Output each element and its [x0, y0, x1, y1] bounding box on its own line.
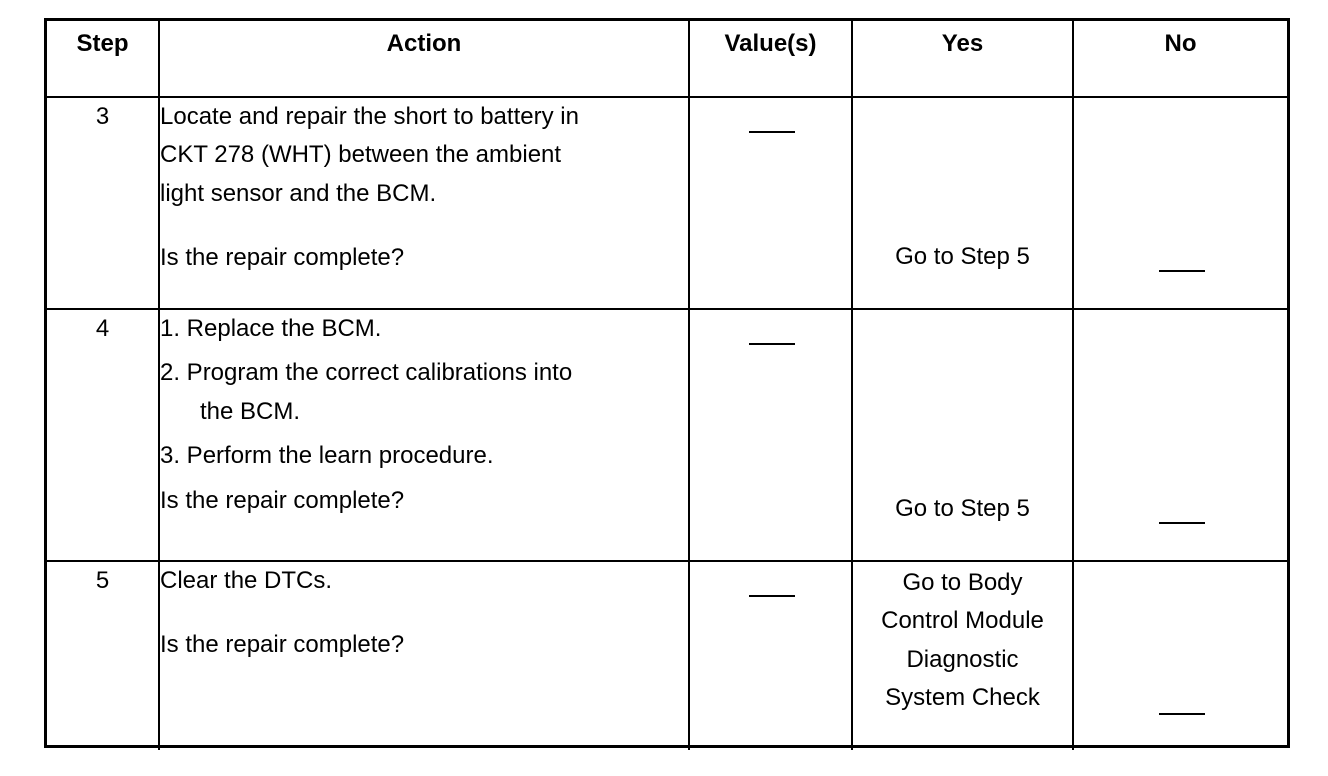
blank-dash — [749, 131, 795, 133]
action-item: 3. Perform the learn procedure. — [160, 437, 688, 475]
header-yes: Yes — [851, 21, 1074, 98]
value-cell — [688, 308, 853, 562]
yes-cell: Go to Step 5 — [851, 308, 1074, 562]
blank-dash — [1159, 270, 1205, 272]
header-values: Value(s) — [688, 21, 853, 98]
action-cell: Locate and repair the short to battery i… — [158, 96, 690, 310]
action-cell: Clear the DTCs. Is the repair complete? — [158, 560, 690, 750]
table-row: 5 Clear the DTCs. Is the repair complete… — [47, 560, 1287, 750]
yes-cell: Go to Body Control Module Diagnostic Sys… — [851, 560, 1074, 750]
action-question: Is the repair complete? — [160, 631, 405, 659]
step-number: 4 — [47, 308, 160, 562]
action-item: 2. Program the correct calibrations into… — [160, 354, 688, 431]
blank-dash — [749, 343, 795, 345]
table-row: 3 Locate and repair the short to battery… — [47, 96, 1287, 310]
blank-dash — [749, 595, 795, 597]
yes-action: Go to Step 5 — [895, 494, 1030, 522]
header-action: Action — [158, 21, 690, 98]
action-item-text: 1. Replace the BCM. — [160, 315, 382, 342]
header-step: Step — [47, 21, 160, 98]
yes-action-line: Diagnostic — [906, 645, 1019, 673]
action-item-continuation: the BCM. — [200, 397, 301, 425]
blank-dash — [1159, 522, 1205, 524]
action-line: Locate and repair the short to battery i… — [160, 103, 579, 130]
no-cell — [1072, 96, 1287, 310]
yes-action-line: Control Module — [881, 607, 1044, 635]
no-cell — [1072, 308, 1287, 562]
header-row: Step Action Value(s) Yes No — [47, 21, 1287, 98]
yes-cell: Go to Step 5 — [851, 96, 1074, 310]
header-no: No — [1072, 21, 1287, 98]
action-line: light sensor and the BCM. — [160, 179, 437, 207]
yes-action-line: Go to Body — [902, 569, 1023, 596]
action-question: Is the repair complete? — [160, 486, 405, 514]
yes-action: Go to Step 5 — [895, 242, 1030, 270]
action-question: Is the repair complete? — [160, 244, 405, 272]
action-item-text: 3. Perform the learn procedure. — [160, 442, 494, 470]
value-cell — [688, 96, 853, 310]
step-number: 5 — [47, 560, 160, 750]
table-row: 4 1. Replace the BCM. 2. Program the cor… — [47, 308, 1287, 562]
value-cell — [688, 560, 853, 750]
action-item: 1. Replace the BCM. — [160, 310, 688, 348]
action-line: Clear the DTCs. — [160, 567, 333, 594]
no-cell — [1072, 560, 1287, 750]
yes-action-line: System Check — [885, 684, 1040, 712]
action-cell: 1. Replace the BCM. 2. Program the corre… — [158, 308, 690, 562]
step-number: 3 — [47, 96, 160, 310]
procedure-table: Step Action Value(s) Yes No 3 Locate and… — [47, 21, 1287, 750]
action-item-text: 2. Program the correct calibrations into — [160, 359, 573, 387]
diagnostic-procedure-table: Step Action Value(s) Yes No 3 Locate and… — [44, 18, 1290, 750]
yes-action: Go to Body Control Module Diagnostic Sys… — [853, 562, 1072, 718]
blank-dash — [1159, 713, 1205, 715]
action-line: CKT 278 (WHT) between the ambient — [160, 141, 562, 169]
